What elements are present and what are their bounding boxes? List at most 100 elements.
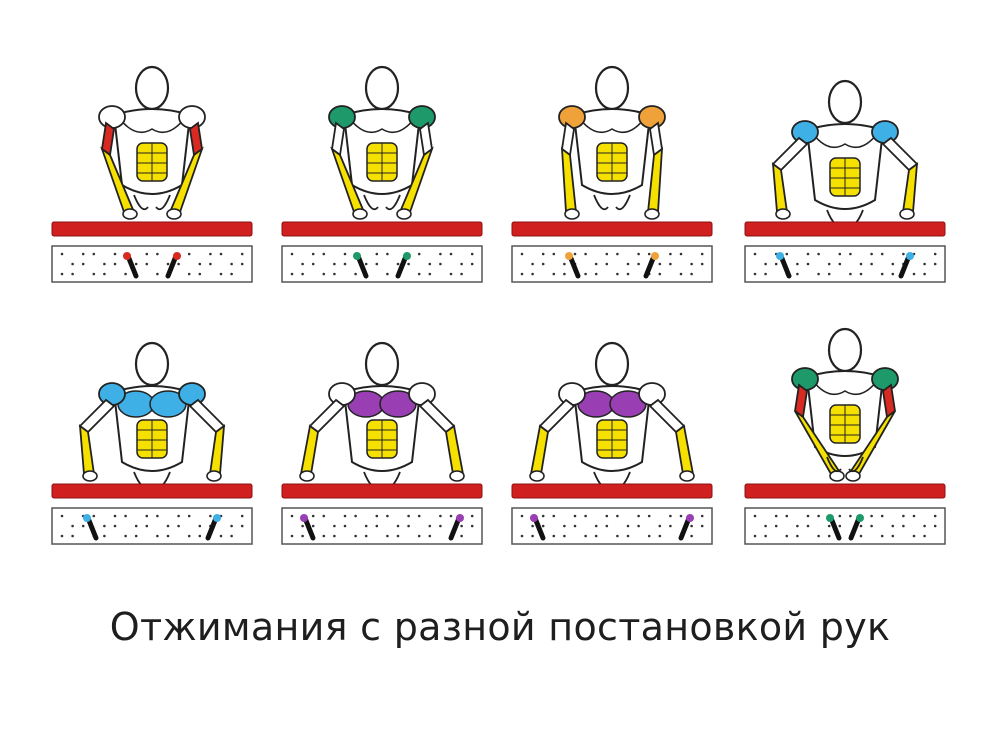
board-hole [563, 262, 566, 266]
board-hole [301, 272, 304, 276]
panel-medium-grip-orange-deltoids [511, 65, 713, 283]
board-hole [60, 534, 64, 538]
pushup-board-front [511, 221, 713, 237]
board-hole [396, 262, 400, 266]
board-hole [333, 534, 336, 538]
board-hole [333, 524, 336, 528]
board-hole [417, 534, 421, 538]
board-hole [616, 252, 619, 256]
board-hole [396, 524, 400, 528]
board-hole [902, 514, 905, 518]
panel-wide-grip-blue-chest [51, 341, 253, 545]
right-handle-marker [403, 252, 411, 260]
right-handle-marker [456, 514, 464, 522]
board-hole [796, 272, 799, 276]
board-hole [838, 514, 842, 518]
right-handle-marker [686, 514, 694, 522]
left-upper-arm [308, 398, 346, 434]
board-hole [333, 272, 336, 276]
pushup-board-front [51, 483, 253, 499]
left-handle [532, 515, 546, 541]
board-hole [198, 524, 202, 528]
board-hole [301, 262, 304, 266]
board-hole [290, 534, 294, 538]
board-hole [187, 534, 191, 538]
panel-narrow-grip-green-deltoids [281, 65, 483, 283]
board-hole [933, 514, 937, 518]
board-hole [796, 262, 799, 266]
left-handle [85, 515, 99, 541]
board-hole [103, 272, 106, 276]
pushup-board-front [744, 483, 946, 499]
board-hole [774, 524, 778, 528]
board-hole [690, 262, 693, 266]
board-hole [290, 514, 294, 518]
board-hole [626, 262, 630, 266]
board-hole [364, 524, 368, 528]
right-hand [644, 208, 660, 220]
board-hole [520, 272, 524, 276]
board-hole [647, 534, 651, 538]
pec-outline [579, 118, 645, 134]
board-hole [219, 252, 223, 256]
board-hole [594, 524, 598, 528]
board-hole [354, 272, 357, 276]
board-hole [166, 262, 170, 266]
board-hole [552, 252, 556, 256]
board-hole [113, 524, 117, 528]
board-hole [933, 262, 937, 266]
left-forearm [299, 424, 319, 475]
left-hand [82, 470, 98, 482]
board-hole [806, 252, 810, 256]
board-hole [209, 514, 212, 518]
board-hole [605, 524, 609, 528]
right-handle [848, 515, 862, 541]
board-hole [563, 534, 566, 538]
board-hole [541, 524, 545, 528]
board-hole [417, 252, 421, 256]
board-hole [552, 272, 556, 276]
board-hole [669, 252, 672, 256]
board-hole [209, 262, 212, 266]
board-hole [209, 252, 212, 256]
board-hole [594, 262, 598, 266]
left-handle [567, 253, 581, 279]
head [827, 79, 863, 125]
board-hole [637, 262, 640, 266]
board-hole [880, 534, 884, 538]
board-hole [166, 524, 170, 528]
board-hole [134, 524, 138, 528]
board-hole [343, 524, 347, 528]
board-hole [690, 534, 693, 538]
board-hole [827, 272, 831, 276]
board-hole [859, 262, 863, 266]
legs [826, 456, 864, 473]
board-hole [396, 534, 400, 538]
board-hole [460, 262, 463, 266]
board-hole [113, 262, 117, 266]
right-hand [396, 208, 412, 220]
right-handle [395, 253, 409, 279]
right-upper-arm [418, 398, 456, 434]
board-hole [354, 534, 357, 538]
pushup-board-front [51, 221, 253, 237]
board-hole [531, 262, 534, 266]
board-hole [386, 252, 389, 256]
board-hole [669, 262, 672, 266]
board-hole [552, 534, 556, 538]
board-hole [81, 252, 85, 256]
board-hole [187, 272, 191, 276]
left-handle-marker [300, 514, 308, 522]
board-hole [870, 262, 873, 266]
board-hole [923, 262, 926, 266]
board-hole [177, 262, 180, 266]
board-hole [605, 514, 609, 518]
right-hand [845, 470, 861, 482]
panel-narrow-grip-red-triceps [51, 65, 253, 283]
panel-diamond-grip-green-red [744, 327, 946, 545]
pushup-board-front [511, 483, 713, 499]
board-hole [774, 262, 778, 266]
board-hole [520, 514, 524, 518]
right-handle-marker [173, 252, 181, 260]
